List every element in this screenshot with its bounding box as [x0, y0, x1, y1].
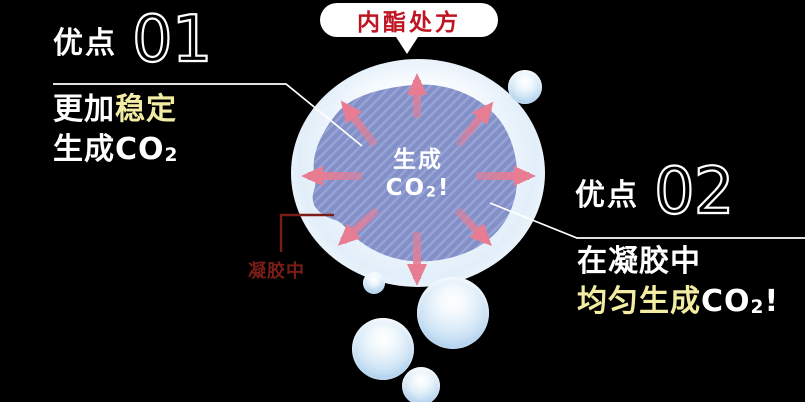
gel-phase-label: 凝胶中 [248, 261, 305, 282]
advantage1-heading: 优点 01 [53, 3, 214, 77]
co2-arrow-down-left-icon [337, 207, 380, 246]
advantage2-highlight: 均匀生成 [577, 284, 701, 319]
advantage2-leader-line [489, 202, 805, 239]
advantage1-number: 01 [131, 3, 214, 77]
co2-subscript: 2 [164, 145, 179, 167]
co2-subscript: 2 [426, 184, 438, 201]
advantage2-number: 02 [653, 155, 736, 229]
advantage2-description: 在凝胶中 均匀生成CO2! [577, 242, 779, 328]
bubble-center-line2: CO2! [385, 175, 451, 201]
small-bubble-2 [363, 272, 385, 294]
co2-arrow-up-right-icon [454, 101, 494, 148]
formula-badge-label: 内酯处方 [357, 10, 461, 36]
badge-tail [396, 37, 418, 54]
co2-arrows [301, 73, 536, 286]
advantage1-highlight: 稳定 [115, 92, 177, 127]
advantage1-desc-line2: 生成CO2 [53, 132, 179, 167]
small-bubble-4 [352, 318, 414, 380]
bubble-center-line1: 生成 [393, 147, 443, 173]
co2-arrow-up-left-icon [340, 100, 379, 148]
bubble-center-text: 生成 CO2! [348, 146, 488, 207]
advantage2-heading: 优点 02 [575, 155, 736, 229]
formula-badge: 内酯处方 [320, 3, 498, 54]
gel-label-leader-line [279, 213, 334, 252]
advantage1-label: 优点 [53, 26, 117, 61]
advantage2-label: 优点 [575, 178, 639, 213]
advantage2-desc-line1: 在凝胶中 [577, 244, 701, 279]
advantage1-leader-line [53, 83, 363, 147]
small-bubble-1 [508, 70, 542, 104]
advantage1-description: 更加稳定 生成CO2 [53, 90, 178, 176]
advantage1-desc-line1: 更加稳定 [53, 92, 177, 127]
advantage2-desc-line2: 均匀生成CO2! [577, 284, 780, 319]
small-bubble-3 [417, 277, 489, 349]
co2-arrow-down-right-icon [454, 207, 492, 247]
co2-subscript: 2 [750, 297, 765, 319]
small-bubble-5 [402, 367, 440, 402]
